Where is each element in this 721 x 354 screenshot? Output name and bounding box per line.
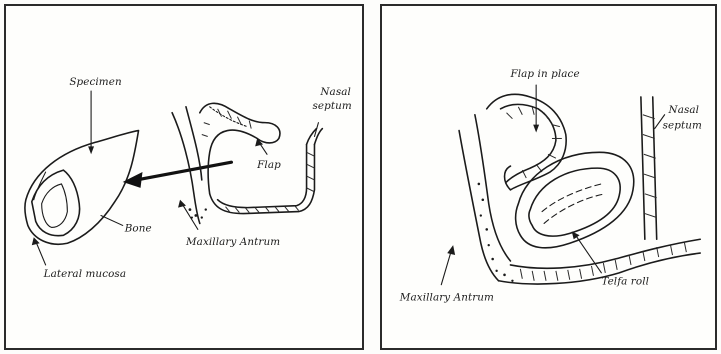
nasal-septum-label-line2: septum xyxy=(312,100,351,112)
specimen-label: Specimen xyxy=(69,76,121,88)
flap-label: Flap xyxy=(256,159,281,171)
flap-in-place-label: Flap in place xyxy=(509,68,579,80)
telfa-roll-label: Telfa roll xyxy=(601,276,649,288)
nasal-septum-label-line1-right: Nasal xyxy=(668,104,700,116)
antrum-walls xyxy=(172,103,322,223)
right-diagram-panel: Flap in place Nasal septum Maxillary Ant… xyxy=(380,4,717,350)
right-diagram-drawing: Flap in place Nasal septum Maxillary Ant… xyxy=(382,6,715,348)
lateral-mucosa-label: Lateral mucosa xyxy=(43,268,127,280)
specimen-shape xyxy=(25,131,139,245)
nasal-septum-label-line1: Nasal xyxy=(319,86,351,98)
maxillary-antrum-label-right: Maxillary Antrum xyxy=(399,292,494,304)
maxillary-antrum-label: Maxillary Antrum xyxy=(185,236,280,248)
bone-label: Bone xyxy=(124,222,152,234)
left-diagram-drawing: Specimen Nasal septum Flap Bone Maxillar… xyxy=(6,6,362,348)
removal-arrow xyxy=(123,162,232,188)
left-diagram-panel: Specimen Nasal septum Flap Bone Maxillar… xyxy=(4,4,364,350)
nasal-septum-label-line2-right: septum xyxy=(663,120,702,132)
